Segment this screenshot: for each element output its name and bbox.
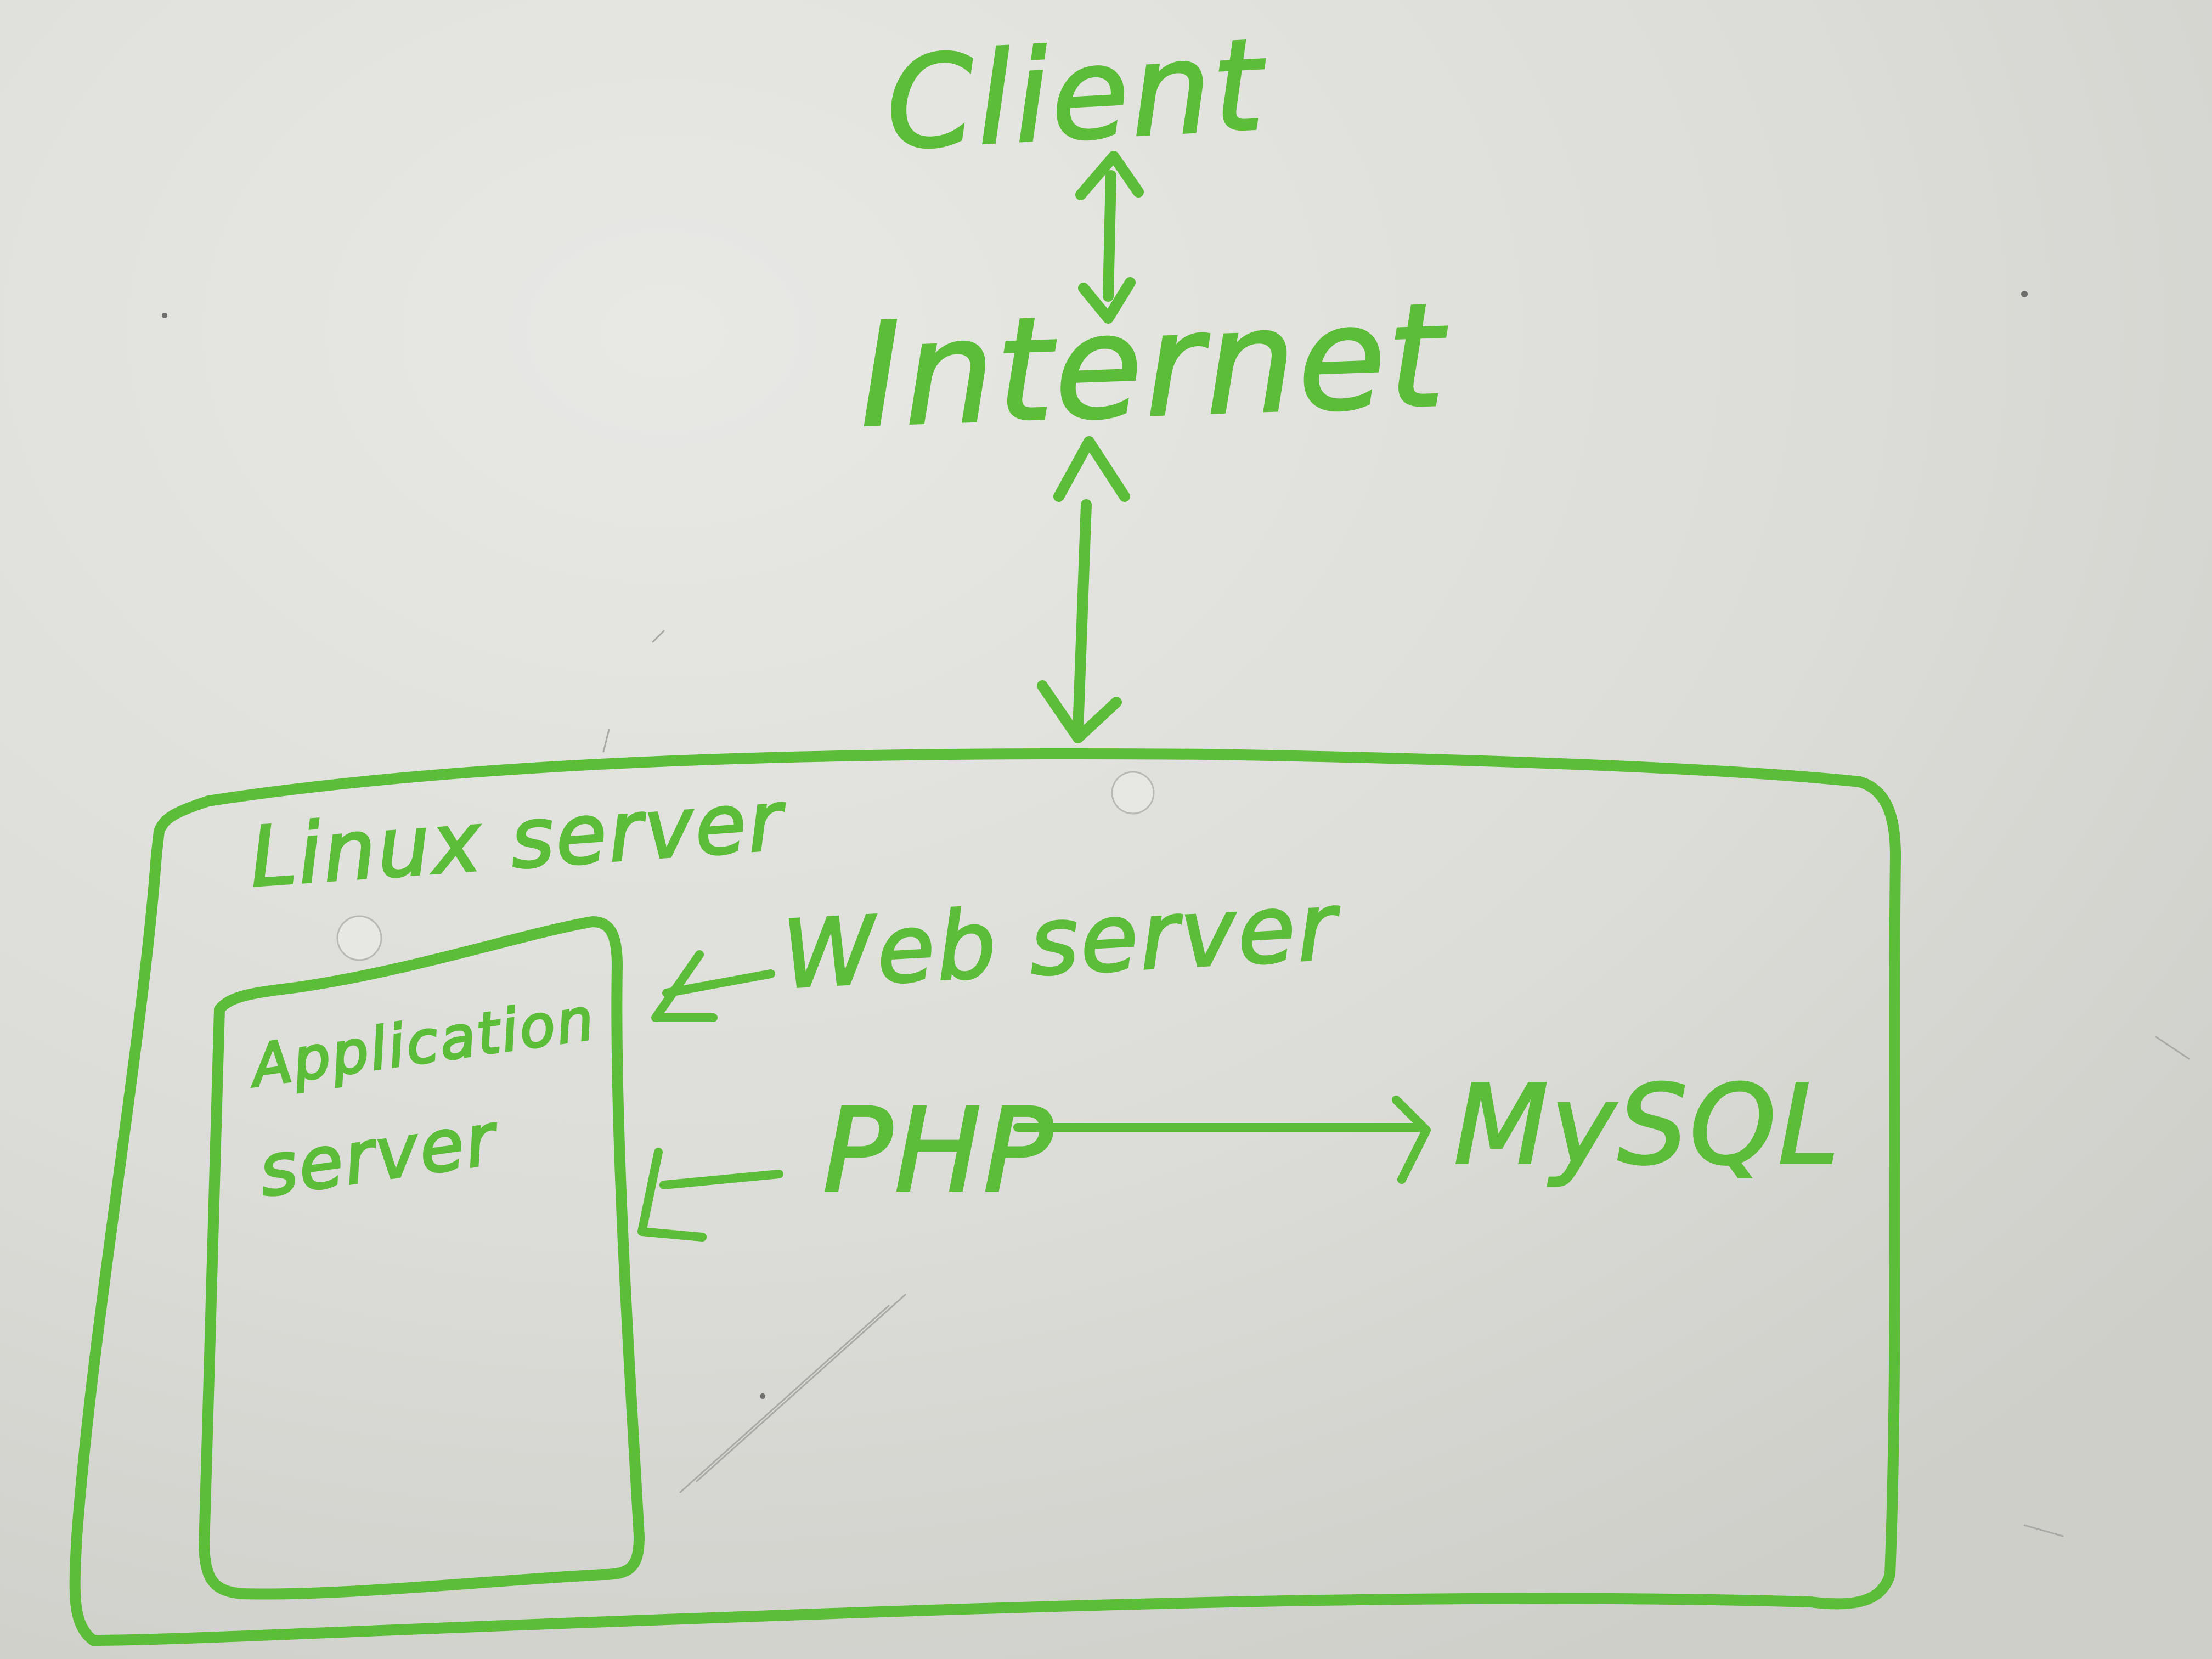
linux-server-label: Linux server [247,773,789,906]
php-mysql-arrow [1013,1096,1431,1184]
php-app-arrow [637,1148,783,1242]
php-label: PHP [823,1084,1055,1218]
internet-linux-arrow [1037,436,1130,743]
client-label: Client [883,12,1271,178]
board-pin-hole [336,915,382,961]
internet-label: Internet [857,273,1453,459]
board-smudges [162,291,2190,1537]
application-server-box [199,916,645,1600]
client-internet-arrow [1075,151,1144,324]
linux-server-box [69,748,1901,1646]
mysql-label: MySQL [1454,1062,1842,1189]
web-server-arrow [651,950,775,1022]
board-pin-hole [1111,771,1155,815]
